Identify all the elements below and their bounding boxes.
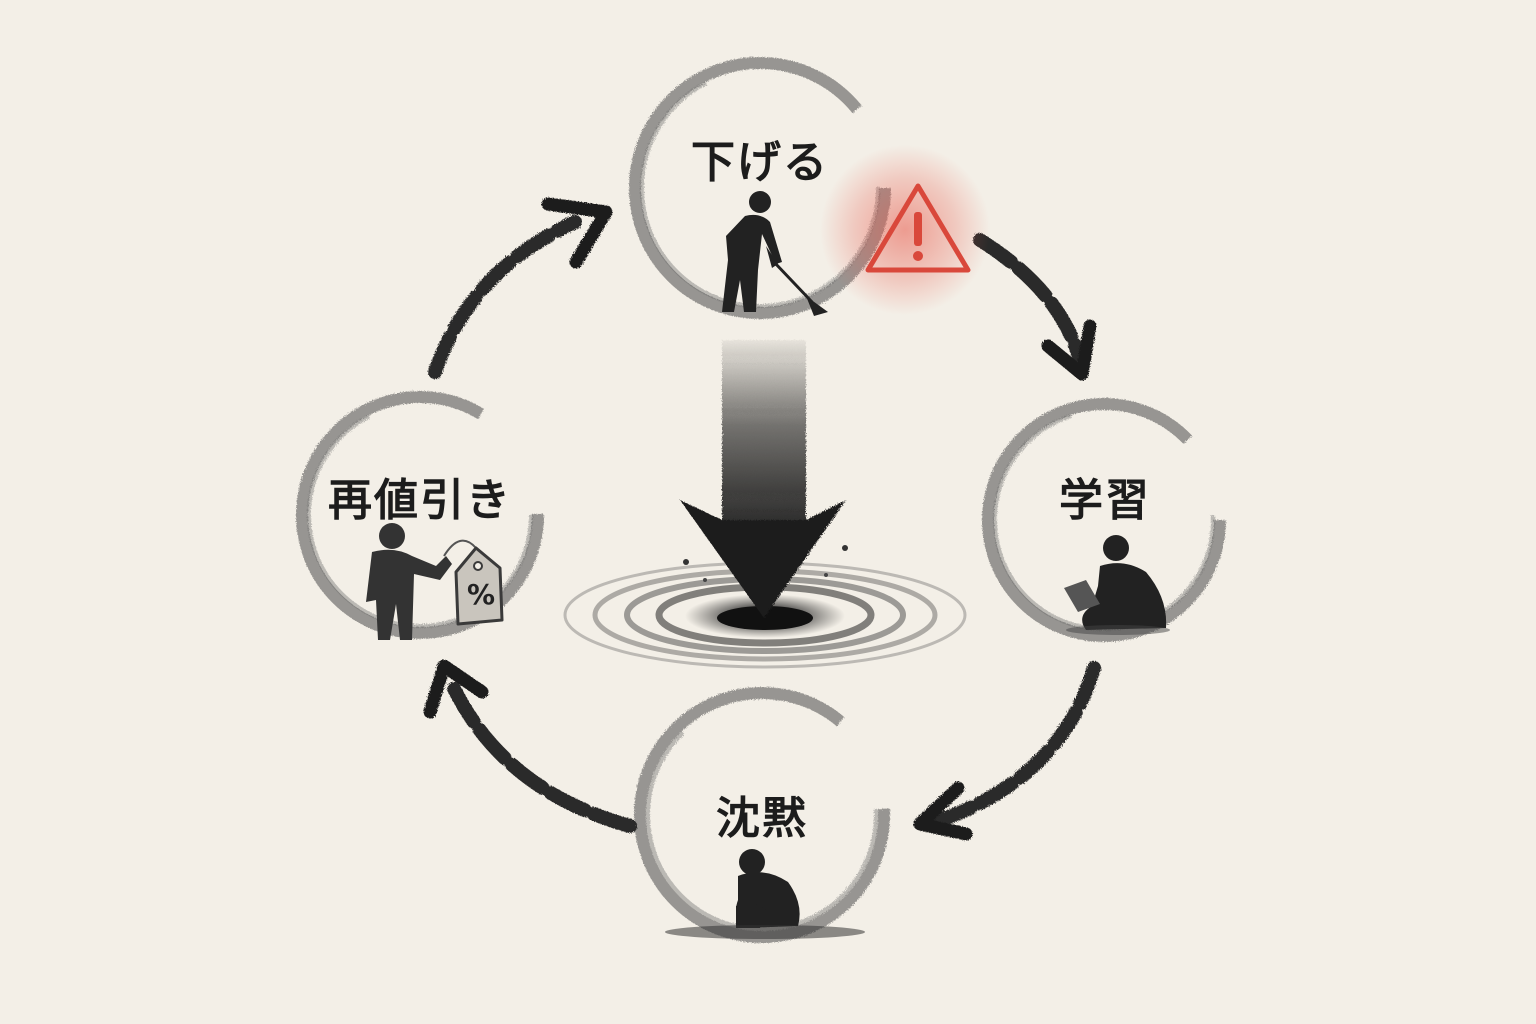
arrow-left-to-top	[428, 197, 613, 379]
warning-triangle-icon	[865, 183, 971, 273]
downward-arrow-icon	[680, 340, 846, 618]
arrow-bottom-to-left	[423, 659, 637, 833]
person-reading-icon	[1064, 535, 1170, 635]
node-label-bottom: 沈黙	[716, 793, 808, 844]
person-with-price-tag-icon	[366, 523, 504, 640]
node-label-right: 学習	[1059, 475, 1151, 526]
circle-left	[296, 391, 544, 639]
price-tag-percent: %	[466, 578, 496, 611]
node-label-top: 下げる	[691, 137, 829, 188]
person-crouching-icon	[665, 849, 865, 939]
node-label-left: 再値引き	[328, 475, 512, 526]
arrow-top-to-right	[973, 233, 1097, 381]
person-shoveling-icon	[722, 191, 828, 316]
warning-glow	[820, 145, 990, 315]
arrow-right-to-bottom	[913, 661, 1101, 841]
